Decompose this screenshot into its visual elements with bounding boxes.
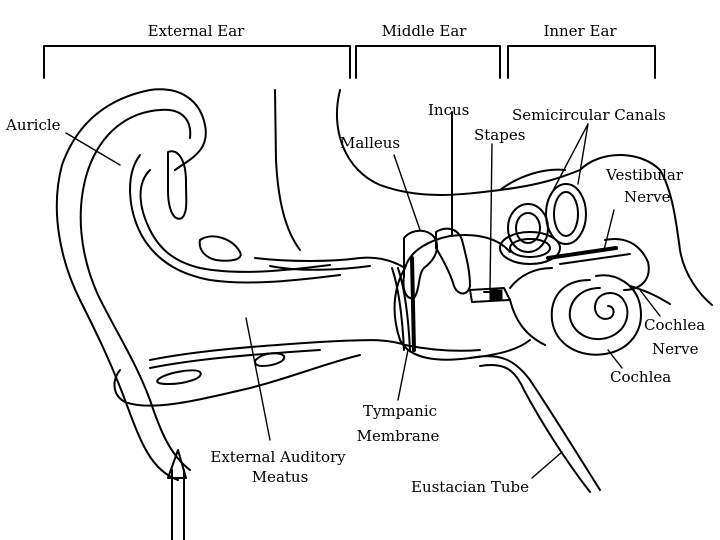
middle-ear-label: Middle Ear: [382, 22, 468, 40]
external-ear-bracket: [44, 46, 350, 78]
cochlea-shape: [510, 268, 641, 355]
cochlea-nerve-label-1: Cochlea: [644, 316, 705, 334]
stapes-leader: [490, 144, 492, 290]
cochlea-label: Cochlea: [610, 368, 671, 386]
leader-lines: [66, 118, 660, 478]
cochlea-nerve-label-2: Nerve: [652, 340, 699, 358]
cochlea-leader: [608, 350, 622, 368]
auricle-leader: [66, 133, 120, 165]
middle-ear-bracket: [356, 46, 500, 78]
inner-ear-label: Inner Ear: [543, 22, 617, 40]
auricle-shape: [57, 89, 405, 540]
vestibular-nerve-shape: [548, 239, 649, 290]
middle-ear-cavity: [337, 90, 580, 360]
external-auditory-meatus-label-1: External Auditory: [210, 448, 346, 466]
auricle-label: Auricle: [5, 116, 61, 134]
external-auditory-meatus-leader: [246, 318, 270, 440]
tympanic-membrane-label-1: Tympanic: [363, 402, 437, 420]
malleus-label: Malleus: [340, 134, 400, 152]
stapes-label: Stapes: [474, 126, 525, 144]
malleus-leader: [394, 155, 420, 230]
incus-label: Incus: [428, 101, 469, 119]
tympanic-membrane-label-2: Membrane: [357, 427, 440, 445]
semicircular-canals-shape: [500, 184, 586, 264]
inner-ear-bracket: [508, 46, 655, 78]
incus-bone: [436, 112, 470, 294]
eustacian-tube-label: Eustacian Tube: [411, 478, 529, 496]
vestibular-nerve-label-1: Vestibular: [605, 166, 684, 184]
semicircular-canals-label: Semicircular Canals: [512, 106, 666, 124]
vestibular-nerve-label-2: Nerve: [624, 188, 671, 206]
vestibular-nerve-leader: [604, 210, 614, 250]
tympanic-membrane-leader: [398, 350, 408, 400]
external-ear-label: External Ear: [148, 22, 246, 40]
external-auditory-meatus-label-2: Meatus: [252, 468, 309, 486]
eustacian-tube-leader: [532, 452, 562, 478]
